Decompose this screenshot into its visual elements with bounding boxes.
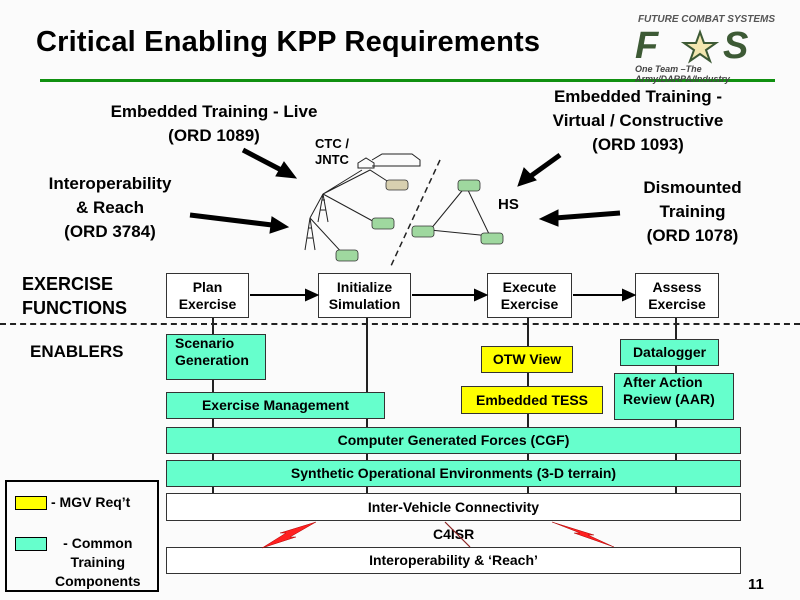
svg-text:S: S bbox=[723, 26, 748, 66]
arrow-virtual bbox=[517, 152, 562, 187]
svg-text:F: F bbox=[635, 26, 664, 66]
enabler-soe: Synthetic Operational Environments (3-D … bbox=[166, 460, 741, 487]
page-title: Critical Enabling KPP Requirements bbox=[36, 26, 541, 58]
legend-swatch-common bbox=[15, 537, 47, 551]
ctc-label: CTC /JNTC bbox=[315, 136, 349, 167]
radio-tower-icon bbox=[304, 217, 316, 251]
enabler-otw-view: OTW View bbox=[481, 346, 573, 373]
enabler-datalogger: Datalogger bbox=[620, 339, 719, 366]
enablers-label: ENABLERS bbox=[30, 342, 124, 361]
title-rule bbox=[40, 79, 775, 82]
enabler-inter-vehicle-connectivity: Inter-Vehicle Connectivity bbox=[166, 493, 741, 521]
radio-tower-icon bbox=[317, 193, 329, 223]
req-live: Embedded Training - Live(ORD 1089) bbox=[110, 102, 318, 145]
req-interop: Interoperability& Reach(ORD 3784) bbox=[48, 174, 172, 241]
vehicle-icons bbox=[335, 179, 504, 262]
enabler-embedded-tess: Embedded TESS bbox=[461, 386, 603, 414]
legend-label-mgv: - MGV Req’t bbox=[51, 494, 131, 510]
enabler-interoperability-reach: Interoperability & ‘Reach’ bbox=[166, 547, 741, 574]
arrow-live bbox=[241, 147, 298, 179]
arrow-dismounted bbox=[538, 209, 621, 227]
enabler-exercise-management: Exercise Management bbox=[166, 392, 385, 419]
legend-swatch-mgv bbox=[15, 496, 47, 510]
hs-label: HS bbox=[498, 196, 519, 213]
c4isr-label: C4ISR bbox=[433, 526, 475, 542]
lightning-icon bbox=[261, 521, 317, 549]
page-number: 11 bbox=[748, 576, 764, 593]
lightning-bolts bbox=[261, 521, 615, 549]
fcs-logo: FUTURE COMBAT SYSTEMS F S One Team –The … bbox=[635, 14, 775, 84]
enabler-cgf: Computer Generated Forces (CGF) bbox=[166, 427, 741, 454]
flow-arrows bbox=[250, 288, 637, 302]
ctc-building-icon bbox=[357, 153, 421, 169]
divider-line bbox=[0, 323, 800, 325]
req-virtual: Embedded Training -Virtual / Constructiv… bbox=[552, 87, 724, 154]
network-graphic bbox=[189, 147, 621, 269]
lightning-icon bbox=[551, 521, 615, 548]
arrow-interop bbox=[189, 212, 290, 234]
